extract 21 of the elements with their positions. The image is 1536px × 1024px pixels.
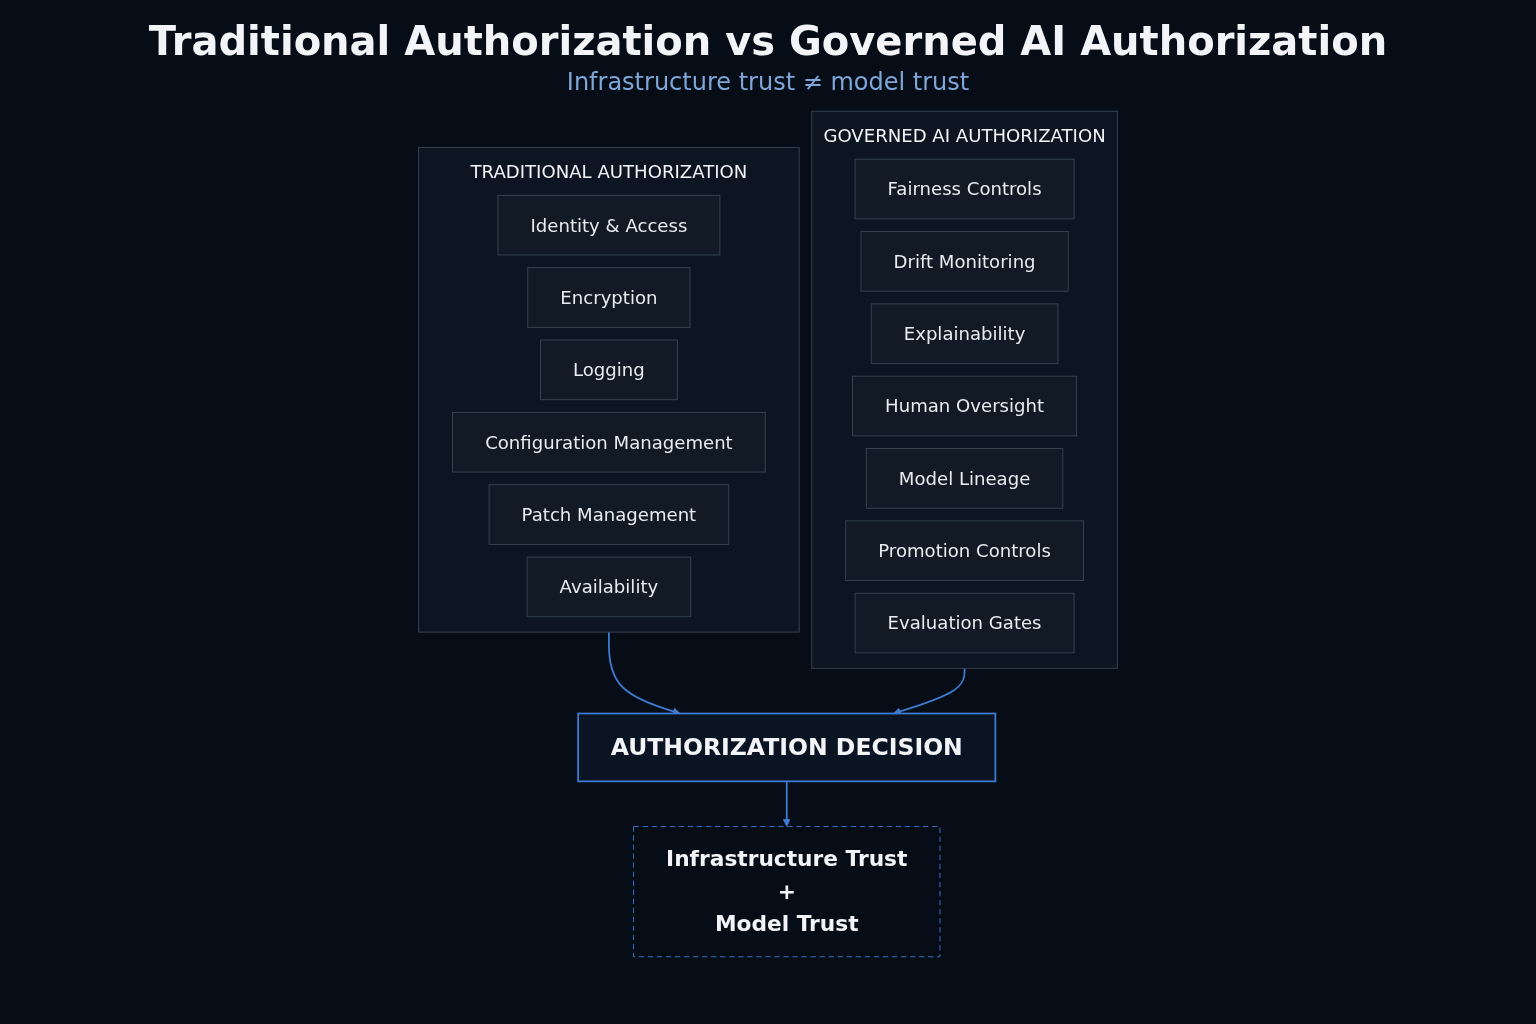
- cluster: [811, 110, 1118, 669]
- node-box: [577, 712, 997, 783]
- diagram: GOVERNED AI AUTHORIZATION Fairness Controls Drift Monitoring Explainability Human Oversight Model Lineage Promotion Controls Evaluation Gates TRADITIONAL AUTHORIZATION Identity & Access Encryption Logging Configuration Management Patch Management Availability AUTHORIZATION DECISION Infrastructure Trust + Model Trust: [0, 104, 1536, 964]
- cluster: [418, 146, 800, 633]
- arrow: [782, 780, 791, 827]
- node-box: [488, 484, 730, 545]
- node-box: [854, 158, 1075, 220]
- node-box: [526, 556, 692, 618]
- node-box: [865, 448, 1064, 509]
- node-box: [452, 411, 766, 473]
- node-box: [854, 592, 1075, 654]
- title: Traditional Authorization vs Governed AI Authorization: [148, 18, 1388, 64]
- node-box: [527, 267, 691, 328]
- node-box: [497, 194, 721, 256]
- subtitle: Infrastructure trust ≠ model trust: [566, 68, 970, 96]
- node-box: [540, 339, 678, 401]
- node-box: [860, 231, 1069, 292]
- node-box: [852, 375, 1078, 437]
- node-box: [870, 303, 1059, 364]
- node-box: [633, 826, 941, 958]
- node-box: [845, 520, 1084, 582]
